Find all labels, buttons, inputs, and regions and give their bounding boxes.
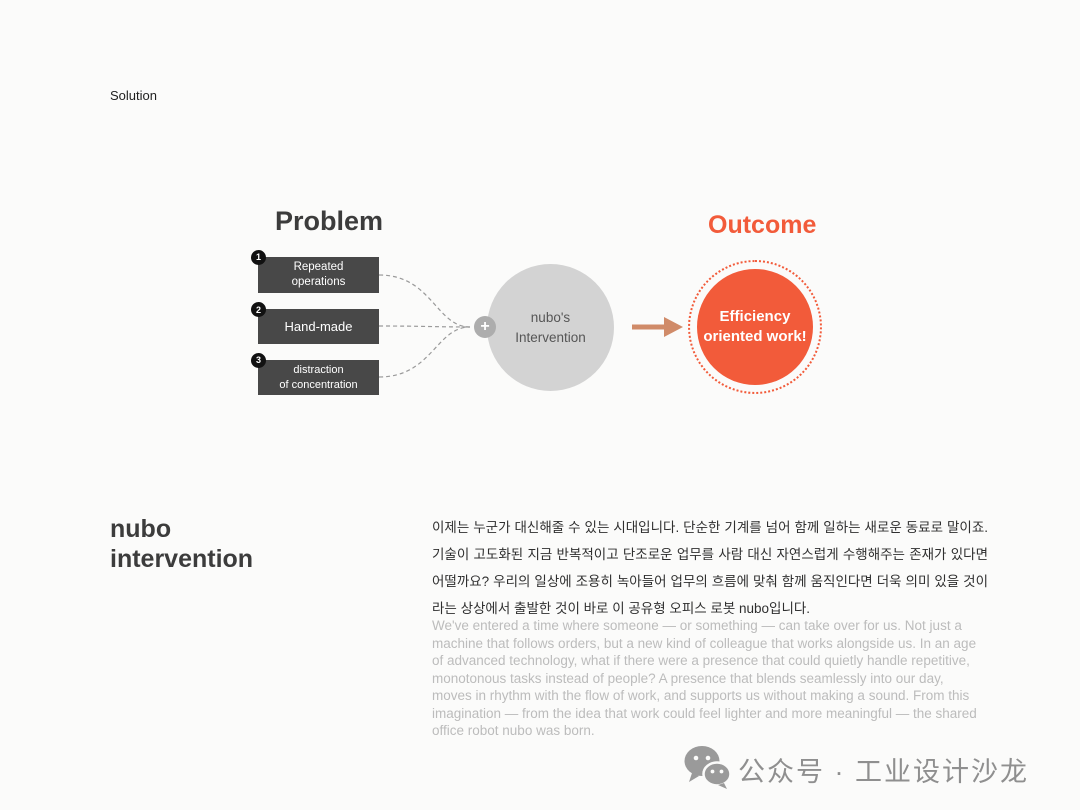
problem-number-badge: 2 — [251, 302, 266, 317]
problem-box-distraction: 3 distraction of concentration — [251, 353, 379, 395]
problem-box-label: Repeated operations — [291, 261, 346, 288]
section-title: nubo intervention — [110, 515, 254, 573]
problem-number-badge: 1 — [251, 250, 266, 265]
page-kicker: Solution — [110, 88, 157, 103]
problem-box-repeated-operations: 1 Repeated operations — [251, 250, 379, 293]
arrow-icon — [632, 317, 683, 337]
problem-box-label: distraction of concentration — [279, 364, 358, 391]
outcome-title: Outcome — [708, 211, 817, 239]
watermark-text: 公众号 · 工业设计沙龙 — [738, 757, 1029, 787]
korean-paragraph: 이제는 누군가 대신해줄 수 있는 시대입니다. 단순한 기계를 넘어 함께 일… — [432, 520, 988, 616]
wechat-icon — [684, 746, 731, 789]
problem-title: Problem — [275, 206, 384, 236]
outcome-circle-label: Efficiency oriented work! — [697, 269, 813, 385]
english-paragraph: We've entered a time where someone — or … — [432, 618, 977, 738]
problem-number-badge: 3 — [251, 353, 266, 368]
intervention-circle: nubo's Intervention — [487, 264, 614, 391]
problem-box-label: Hand-made — [284, 319, 353, 334]
outcome-circle: Efficiency oriented work! — [688, 260, 822, 394]
plus-icon: + — [474, 316, 496, 338]
problem-box-hand-made: 2 Hand-made — [251, 302, 379, 344]
